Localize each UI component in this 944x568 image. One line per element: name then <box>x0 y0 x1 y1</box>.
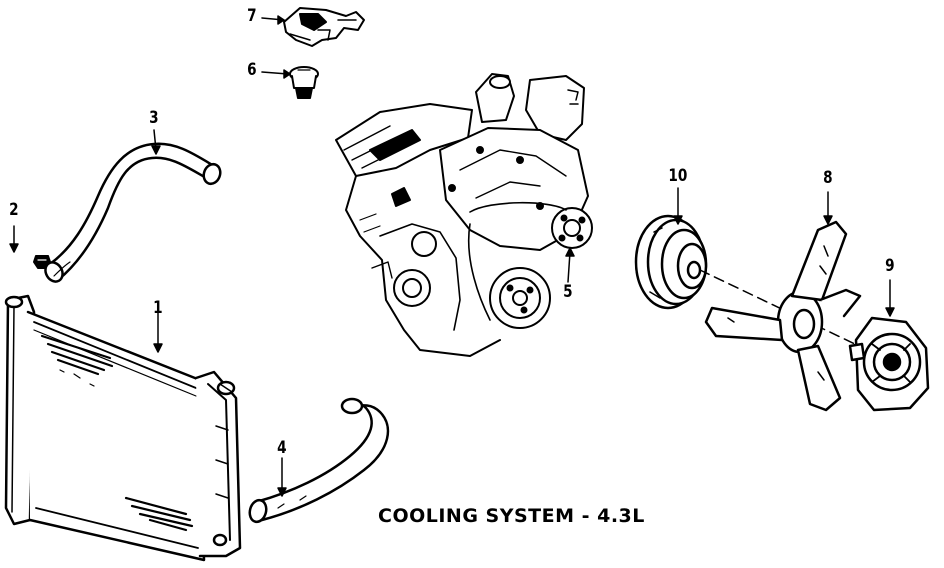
fan-blade <box>704 220 862 412</box>
callout-8: 8 <box>823 168 833 188</box>
thermostat-housing <box>283 7 365 47</box>
callout-7: 7 <box>247 6 257 26</box>
callout-leaders <box>9 15 895 497</box>
callout-5: 5 <box>563 282 573 302</box>
engine-block <box>335 73 593 357</box>
upper-radiator-hose <box>44 142 222 283</box>
callout-4: 4 <box>277 438 287 458</box>
callout-1: 1 <box>153 298 163 318</box>
radiator <box>4 294 242 562</box>
lower-radiator-hose <box>248 397 390 524</box>
callout-3: 3 <box>149 108 159 128</box>
callout-9: 9 <box>885 256 895 276</box>
callout-6: 6 <box>247 60 257 80</box>
diagram-caption: COOLING SYSTEM - 4.3L <box>378 505 645 527</box>
thermostat <box>289 66 319 99</box>
fan-clutch <box>848 316 930 412</box>
pulley <box>634 214 708 310</box>
callout-10: 10 <box>668 166 688 186</box>
callout-2: 2 <box>9 200 19 220</box>
